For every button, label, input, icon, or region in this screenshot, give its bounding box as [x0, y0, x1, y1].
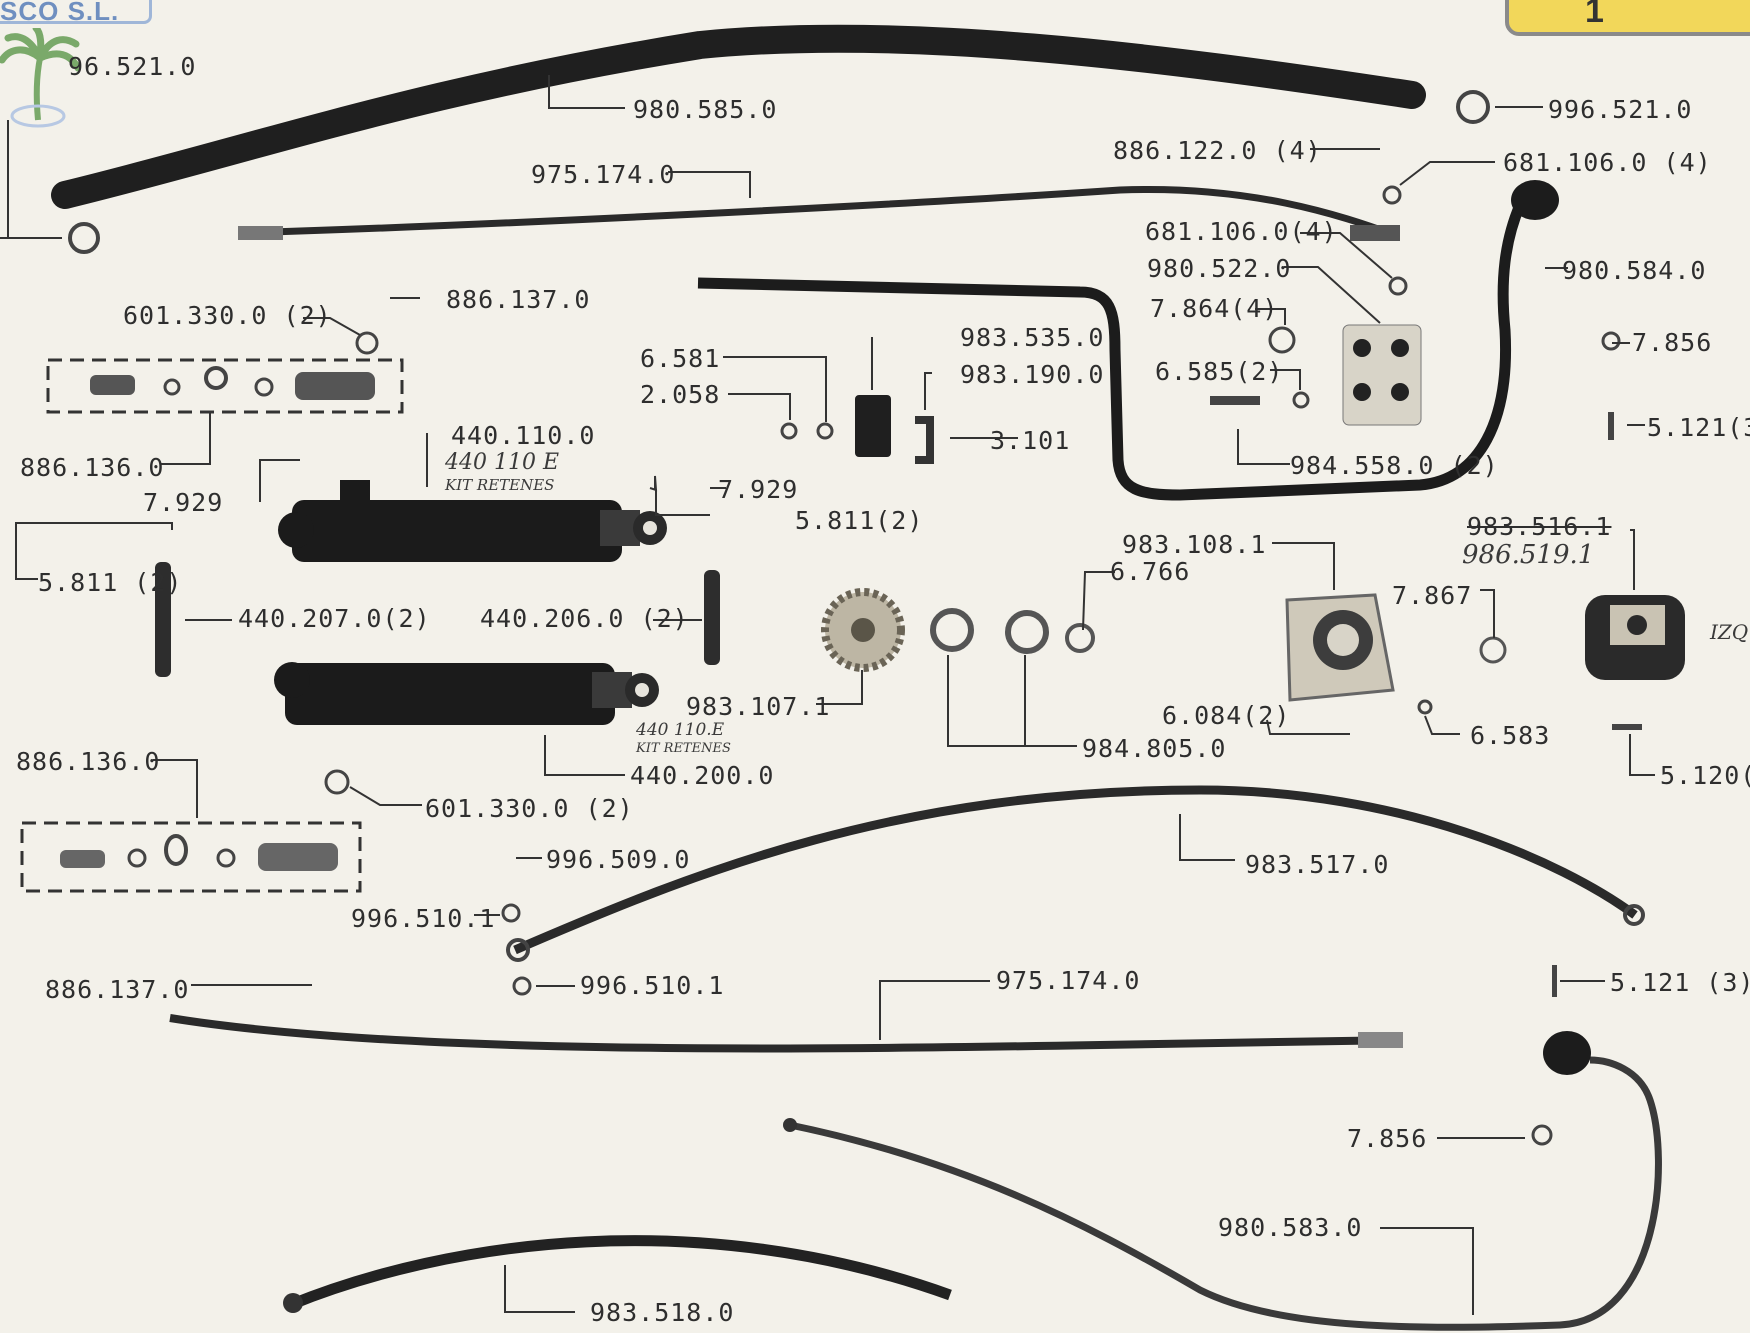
block-983-535 — [855, 395, 891, 457]
pin-440-206 — [704, 570, 720, 665]
section-tab — [1505, 0, 1750, 36]
pin-440-207 — [155, 562, 171, 677]
label-681-106-0-b: 681.106.0(4) — [1145, 217, 1338, 246]
label-980-583-0: 980.583.0 — [1218, 1213, 1363, 1242]
logo-text: SCO S.L. — [0, 0, 120, 26]
label-5-121-bottom: 5.121 (3) — [1610, 968, 1750, 997]
label-96-521-0: 96.521.0 — [68, 52, 197, 81]
label-3-101: 3.101 — [990, 426, 1071, 455]
label-980-584-0: 980.584.0 — [1562, 256, 1707, 285]
label-6-583: 6.583 — [1470, 721, 1551, 750]
note-kit-retenes-top: KIT RETENES — [445, 476, 555, 494]
pipe-980-584 — [697, 202, 1526, 501]
label-5-811-right: 5.811(2) — [795, 506, 924, 535]
label-983-535-0: 983.535.0 — [960, 323, 1105, 352]
label-996-510-1-a: 996.510.1 — [351, 904, 496, 933]
pump-983-108 — [1285, 593, 1395, 702]
label-984-805-0: 984.805.0 — [1082, 734, 1227, 763]
label-6-585: 6.585(2) — [1155, 357, 1284, 386]
label-2-058: 2.058 — [640, 380, 721, 409]
label-440-200-0: 440.200.0 — [630, 761, 775, 790]
label-7-856-bottom: 7.856 — [1347, 1124, 1428, 1153]
label-886-136-0-top: 886.136.0 — [20, 453, 165, 482]
note-986-519-1: 986.519.1 — [1462, 540, 1595, 570]
label-6-766: 6.766 — [1110, 557, 1191, 586]
label-975-174-0-top: 975.174.0 — [531, 160, 676, 189]
kit-box-886-136-bottom — [20, 821, 362, 893]
label-984-558-0: 984.558.0 (2) — [1290, 451, 1499, 480]
section-mark: 1 — [1585, 0, 1604, 30]
label-983-108-1: 983.108.1 — [1122, 530, 1267, 559]
hose-983-517 — [513, 785, 1638, 955]
label-980-522-0: 980.522.0 — [1147, 254, 1292, 283]
label-996-521-0: 996.521.0 — [1548, 95, 1693, 124]
hose-975-174-top — [239, 185, 1397, 239]
label-7-929-right: 7.929 — [718, 475, 799, 504]
logo-frame — [0, 0, 152, 24]
label-5-120: 5.120(4 — [1660, 761, 1750, 790]
label-983-518-0: 983.518.0 — [590, 1298, 735, 1327]
label-681-106-0-a: 681.106.0 (4) — [1503, 148, 1712, 177]
valve-block-980-522 — [1342, 324, 1422, 426]
pipe-980-583 — [789, 1056, 1662, 1331]
label-975-174-0-bottom: 975.174.0 — [996, 966, 1141, 995]
note-440-110-e-bottom: 440 110.E — [636, 720, 725, 740]
label-601-330-0-top: 601.330.0 (2) — [123, 301, 332, 330]
label-5-121-top: 5.121(3) — [1647, 413, 1750, 442]
label-7-864: 7.864(4) — [1150, 294, 1279, 323]
label-886-136-0-bottom: 886.136.0 — [16, 747, 161, 776]
cylinder-440-200 — [274, 662, 659, 725]
label-980-585-0: 980.585.0 — [633, 95, 778, 124]
label-996-510-1-b: 996.510.1 — [580, 971, 725, 1000]
pipe-983-518 — [287, 1235, 952, 1311]
kit-box-886-136-top — [46, 358, 404, 414]
label-983-190-0: 983.190.0 — [960, 360, 1105, 389]
label-6-084: 6.084(2) — [1162, 701, 1291, 730]
label-886-137-0-top: 886.137.0 — [446, 285, 591, 314]
label-7-867: 7.867 — [1392, 581, 1473, 610]
note-kit-retenes-bottom: KIT RETENES — [636, 741, 731, 756]
label-983-107-1: 983.107.1 — [686, 692, 831, 721]
hose-975-174-bottom — [169, 1014, 1403, 1053]
label-886-137-0-bottom: 886.137.0 — [45, 975, 190, 1004]
palm-tree-icon — [0, 28, 80, 128]
bracket-983-190 — [915, 416, 934, 464]
note-izq: IZQ — [1710, 620, 1749, 644]
label-886-122-0: 886.122.0 (4) — [1113, 136, 1322, 165]
label-440-206-0: 440.206.0 (2) — [480, 604, 689, 633]
label-983-517-0: 983.517.0 — [1245, 850, 1390, 879]
label-7-929-left: 7.929 — [143, 488, 224, 517]
label-983-516-1: 983.516.1 — [1467, 512, 1612, 541]
company-logo: SCO S.L. — [0, 0, 152, 130]
pump-983-516 — [1585, 595, 1685, 680]
label-5-811-left: 5.811 (2) — [38, 568, 183, 597]
hose-980-585 — [51, 24, 1426, 209]
label-7-856-top: 7.856 — [1632, 328, 1713, 357]
label-440-110-0: 440.110.0 — [451, 421, 596, 450]
label-6-581: 6.581 — [640, 344, 721, 373]
cylinder-440-110 — [278, 480, 667, 562]
note-440-110-e: 440 110 E — [445, 450, 560, 475]
label-440-207-0: 440.207.0(2) — [238, 604, 431, 633]
label-996-509-0: 996.509.0 — [546, 845, 691, 874]
label-601-330-0-bottom: 601.330.0 (2) — [425, 794, 634, 823]
